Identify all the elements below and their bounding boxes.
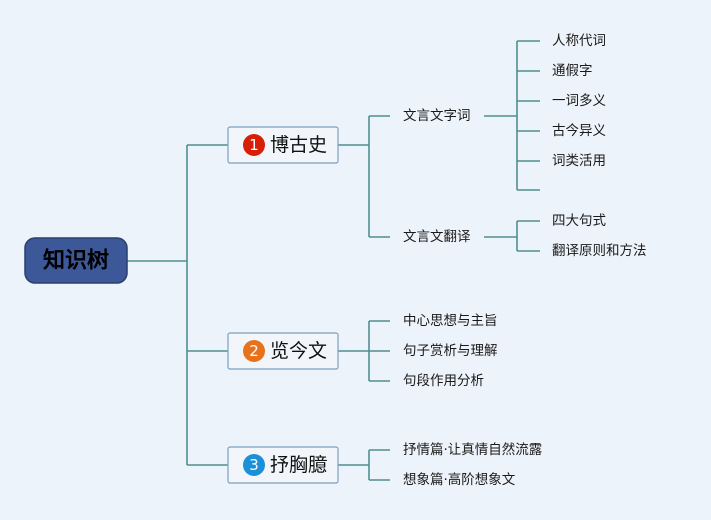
- connector-lines: [127, 40, 540, 481]
- branch-2-number-badge: [243, 340, 265, 362]
- branch-2-label: 览今文: [270, 340, 327, 362]
- leaf-gujin-yiyi[interactable]: 古今异义: [552, 123, 606, 139]
- branch-node-1[interactable]: 1 博古史: [227, 126, 339, 164]
- branch-3-number-badge: [243, 454, 265, 476]
- leaf-renchen-daici[interactable]: 人称代词: [552, 33, 606, 49]
- branch-3-number: 3: [249, 456, 259, 474]
- branch-2-number: 2: [249, 342, 259, 360]
- branch-node-3[interactable]: 3 抒胸臆: [227, 446, 339, 484]
- topic-xiangxiang-pian[interactable]: 想象篇·高阶想象文: [403, 471, 516, 488]
- root-node-label: 知识树: [43, 248, 109, 274]
- topic-wenyan-zici[interactable]: 文言文字词: [403, 108, 471, 124]
- topic-juzi-shangxi[interactable]: 句子赏析与理解: [403, 343, 498, 359]
- root-node[interactable]: 知识树: [24, 237, 128, 284]
- topic-wenyan-fanyi[interactable]: 文言文翻译: [403, 229, 471, 245]
- leaf-tongjia-zi[interactable]: 通假字: [552, 63, 593, 79]
- branch-1-label: 博古史: [270, 134, 327, 156]
- leaf-fanyi-yuanze[interactable]: 翻译原则和方法: [552, 243, 647, 259]
- branch-node-2[interactable]: 2 览今文: [227, 332, 339, 370]
- leaf-yici-duoyi[interactable]: 一词多义: [552, 92, 606, 109]
- leaf-cilei-huoyong[interactable]: 词类活用: [552, 153, 606, 169]
- leaf-sida-jushi[interactable]: 四大句式: [552, 213, 606, 229]
- topic-juduan-zuoyong[interactable]: 句段作用分析: [403, 373, 484, 389]
- root-node-box: [24, 237, 128, 284]
- branch-3-label: 抒胸臆: [270, 454, 327, 476]
- branch-1-number-badge: [243, 134, 265, 156]
- branch-1-number: 1: [249, 136, 259, 154]
- topic-shuqing-pian[interactable]: 抒情篇·让真情自然流露: [403, 441, 543, 458]
- topic-zhongxin-sixiang[interactable]: 中心思想与主旨: [403, 313, 498, 329]
